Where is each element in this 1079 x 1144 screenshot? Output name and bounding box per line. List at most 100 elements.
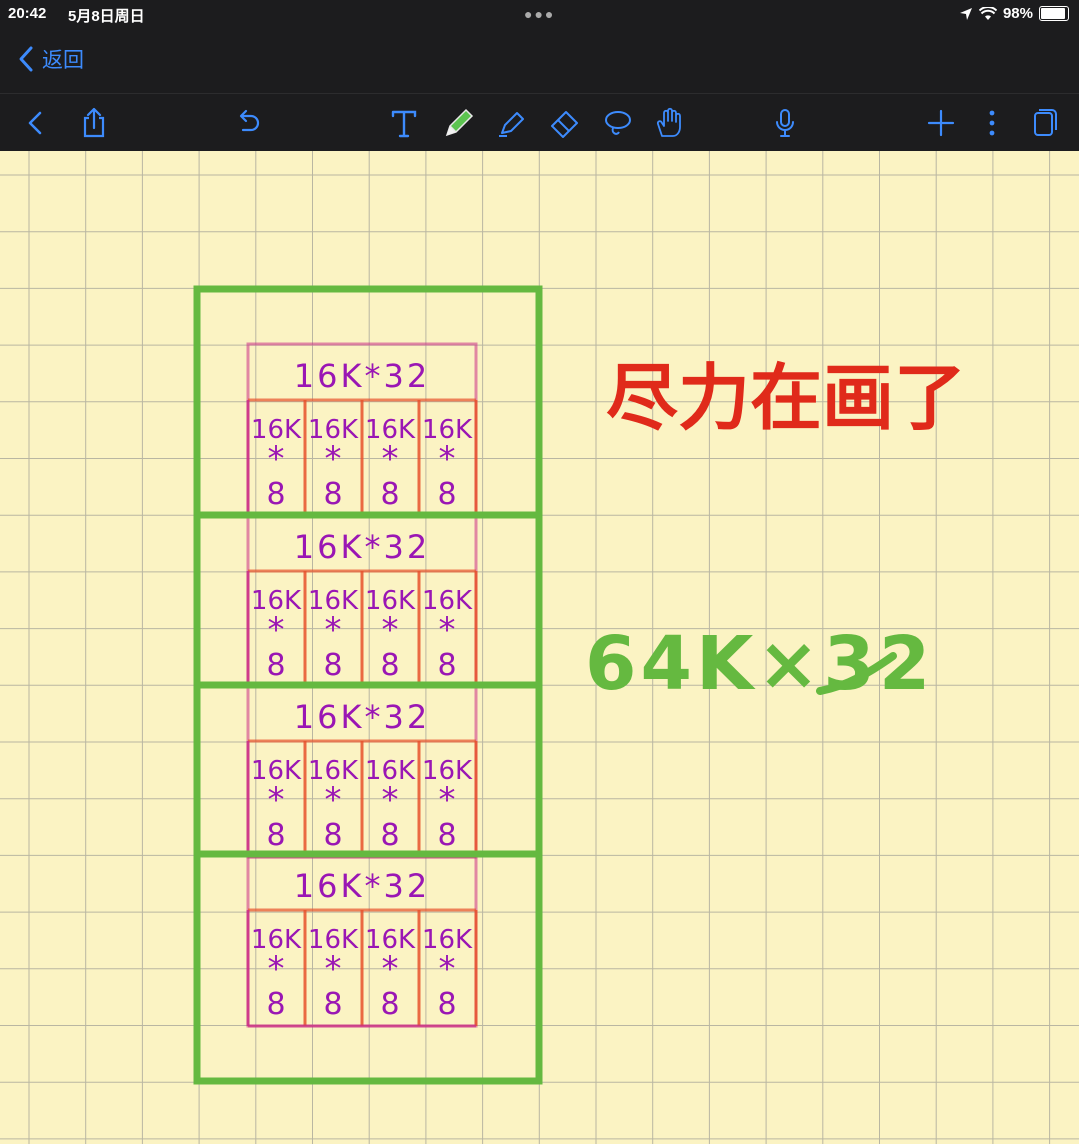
undo-button[interactable] [229, 104, 267, 142]
chip-label-mid: * [382, 780, 399, 820]
chip-label-bot: 8 [380, 477, 399, 512]
pages-button[interactable] [1024, 104, 1062, 142]
status-date: 5月8日周日 [68, 8, 145, 25]
chip-label-mid: * [268, 780, 285, 820]
chip-label-bot: 8 [323, 477, 342, 512]
highlighter-tool-button[interactable] [493, 104, 531, 142]
chip-label-mid: * [439, 439, 456, 479]
toolbar [0, 93, 1079, 152]
pen-icon [445, 108, 474, 137]
eraser-icon [551, 111, 578, 138]
more-button[interactable] [973, 104, 1011, 142]
location-arrow-icon [959, 7, 972, 20]
microphone-button[interactable] [766, 104, 804, 142]
chevron-left-icon [19, 46, 33, 72]
chip-label-top: 16K [422, 756, 473, 786]
chip-label-top: 16K [422, 415, 473, 445]
pages-icon [1034, 109, 1057, 136]
chip-label-bot: 8 [437, 648, 456, 683]
chip-label-bot: 8 [323, 987, 342, 1022]
chip-label-bot: 8 [323, 818, 342, 853]
chip-label-mid: * [268, 949, 285, 989]
chip-label-bot: 8 [266, 648, 285, 683]
chip-label-bot: 8 [380, 648, 399, 683]
chip-label-mid: * [325, 439, 342, 479]
lasso-tool-button[interactable] [599, 104, 637, 142]
highlighter-icon [499, 112, 524, 137]
chip-label-top: 16K [251, 925, 302, 955]
share-icon [83, 107, 105, 138]
chip-label-top: 16K [365, 586, 416, 616]
share-button[interactable] [75, 104, 113, 142]
chip-label-bot: 8 [380, 987, 399, 1022]
chip-label-bot: 8 [437, 477, 456, 512]
chip-label-mid: * [325, 949, 342, 989]
chip-label-mid: * [439, 780, 456, 820]
chip-label-top: 16K [251, 586, 302, 616]
chip-label-top: 16K [365, 415, 416, 445]
chip-label-bot: 8 [380, 818, 399, 853]
chip-label-mid: * [439, 949, 456, 989]
chip-label-mid: * [325, 780, 342, 820]
chip-label-mid: * [382, 439, 399, 479]
multitask-dots-icon[interactable]: ●●● [524, 6, 556, 22]
chip-label-top: 16K [308, 756, 359, 786]
undo-icon [239, 109, 260, 132]
hand-icon [656, 107, 681, 137]
battery-percent: 98% [1002, 5, 1033, 22]
block-label: 16K*32 [294, 867, 430, 905]
plus-icon [927, 109, 955, 137]
text-tool-icon [391, 110, 417, 138]
chip-label-top: 16K [308, 415, 359, 445]
green-note-group: 64K×32 [585, 621, 934, 707]
chip-label-bot: 8 [437, 987, 456, 1022]
nav-bar: 返回 [0, 30, 1079, 92]
chip-label-mid: * [325, 610, 342, 650]
chip-label-top: 16K [422, 586, 473, 616]
toolbar-back-button[interactable] [16, 104, 54, 142]
chip-label-top: 16K [308, 586, 359, 616]
drawing-canvas[interactable]: 16K*3216K*816K*816K*816K*816K*3216K*816K… [0, 151, 1079, 1144]
block-label: 16K*32 [294, 698, 430, 736]
chip-label-mid: * [268, 610, 285, 650]
chip-label-top: 16K [422, 925, 473, 955]
text-tool-button[interactable] [385, 104, 423, 142]
chip-label-bot: 8 [323, 648, 342, 683]
chip-label-top: 16K [308, 925, 359, 955]
chip-label-top: 16K [365, 925, 416, 955]
green-note: 64K×32 [585, 621, 934, 707]
more-icon [989, 110, 995, 136]
red-note: 尽力在画了 [606, 356, 966, 440]
chip-label-bot: 8 [437, 818, 456, 853]
chip-label-bot: 8 [266, 818, 285, 853]
lasso-icon [605, 111, 631, 135]
status-time: 20:42 [8, 5, 47, 22]
chip-label-mid: * [268, 439, 285, 479]
chip-label-top: 16K [251, 756, 302, 786]
green-dividers [197, 511, 539, 858]
chip-label-bot: 8 [266, 477, 285, 512]
add-button[interactable] [922, 104, 960, 142]
hand-tool-button[interactable] [651, 104, 689, 142]
status-bar: 20:42 5月8日周日 ●●● 98% [0, 0, 1079, 30]
chip-label-mid: * [382, 949, 399, 989]
block-label: 16K*32 [294, 357, 430, 395]
wifi-icon [978, 6, 997, 20]
eraser-tool-button[interactable] [546, 104, 584, 142]
block-label: 16K*32 [294, 528, 430, 566]
chevron-left-icon [28, 111, 42, 135]
back-label: 返回 [42, 49, 84, 72]
chip-label-top: 16K [251, 415, 302, 445]
green-tick-stroke [816, 652, 897, 695]
chip-label-top: 16K [365, 756, 416, 786]
back-button[interactable]: 返回 [16, 44, 84, 74]
chip-label-mid: * [382, 610, 399, 650]
pen-tool-button[interactable] [440, 104, 478, 142]
chip-label-bot: 8 [266, 987, 285, 1022]
chip-label-mid: * [439, 610, 456, 650]
